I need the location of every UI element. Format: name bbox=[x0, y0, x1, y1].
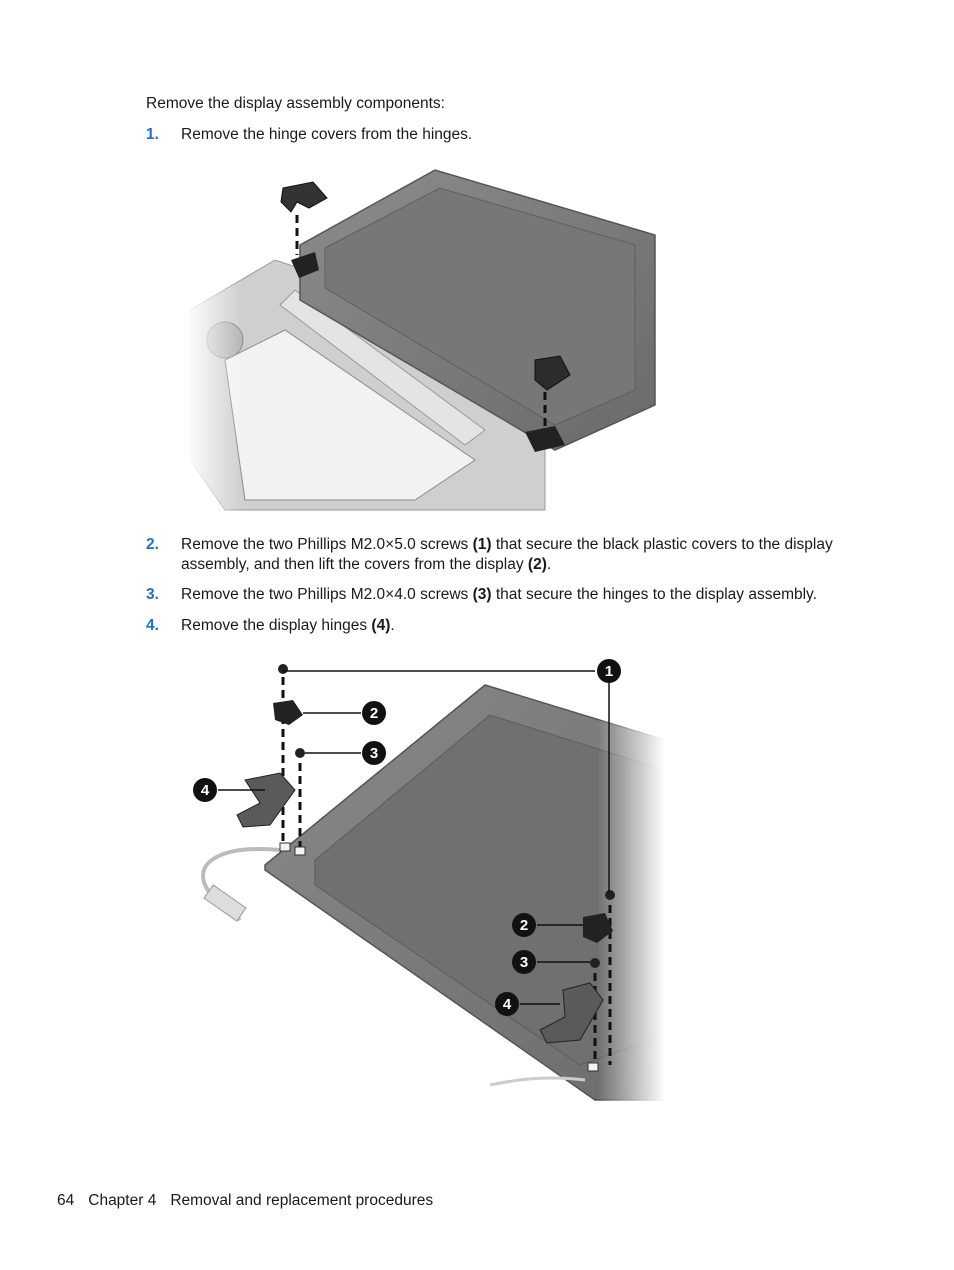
svg-text:4: 4 bbox=[503, 996, 512, 1013]
page-footer: 64 Chapter 4 Removal and replacement proce… bbox=[57, 1192, 447, 1210]
step-text: Remove the display hinges (4). bbox=[181, 617, 395, 634]
svg-text:2: 2 bbox=[520, 917, 528, 934]
step-text: Remove the two Phillips M2.0×5.0 screws … bbox=[181, 536, 833, 573]
svg-text:4: 4 bbox=[201, 782, 210, 799]
step-text: Remove the two Phillips M2.0×4.0 screws … bbox=[181, 586, 817, 603]
page-number: 64 bbox=[57, 1192, 75, 1209]
callout-3: 3 bbox=[512, 950, 536, 974]
step-number: 4. bbox=[146, 617, 159, 634]
svg-text:2: 2 bbox=[370, 705, 378, 722]
svg-text:3: 3 bbox=[520, 954, 528, 971]
callout-1: 1 bbox=[597, 659, 621, 683]
step-number: 2. bbox=[146, 536, 159, 553]
step-number: 3. bbox=[146, 586, 159, 603]
step-text: Remove the hinge covers from the hinges. bbox=[181, 126, 473, 143]
hinge-covers-illustration bbox=[185, 160, 665, 520]
callout-4: 4 bbox=[193, 778, 217, 802]
chapter-label: Chapter 4 bbox=[88, 1192, 157, 1209]
intro-text: Remove the display assembly components: bbox=[146, 95, 445, 112]
callout-4: 4 bbox=[495, 992, 519, 1016]
svg-text:1: 1 bbox=[605, 663, 613, 680]
display-hinges-illustration: 1 2 3 4 2 3 4 bbox=[185, 655, 665, 1105]
chapter-title: Removal and replacement procedures bbox=[170, 1192, 434, 1209]
callout-3: 3 bbox=[362, 741, 386, 765]
callout-2: 2 bbox=[512, 913, 536, 937]
callout-2: 2 bbox=[362, 701, 386, 725]
svg-text:3: 3 bbox=[370, 745, 378, 762]
step-number: 1. bbox=[146, 126, 159, 143]
